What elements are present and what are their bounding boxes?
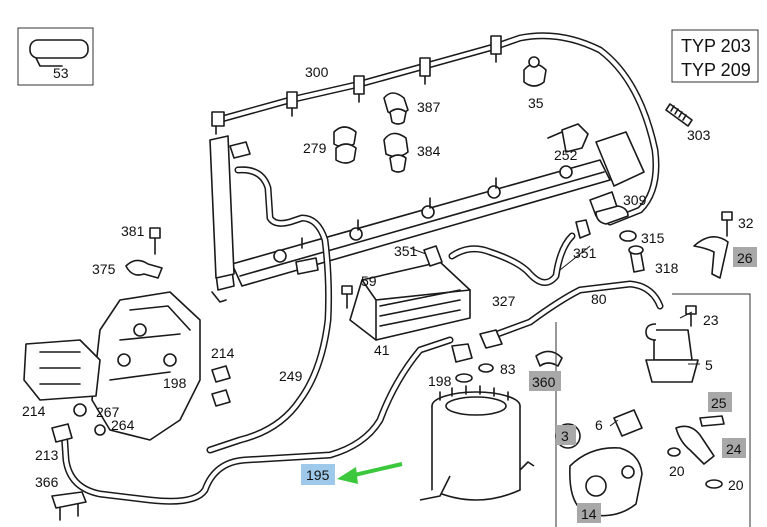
part-labels: 300 35 387 384 279 303 252 309 32 315 26… bbox=[22, 64, 754, 522]
clip-35 bbox=[523, 56, 547, 87]
highlight-box-195 bbox=[301, 464, 335, 485]
grey-box-360 bbox=[529, 371, 561, 391]
label-351-left: 351 bbox=[394, 243, 418, 259]
bracket-26 bbox=[693, 236, 729, 279]
label-360: 360 bbox=[532, 374, 556, 390]
clip-387 bbox=[383, 92, 409, 125]
label-195[interactable]: 195 bbox=[306, 467, 330, 483]
label-20-right: 20 bbox=[728, 477, 744, 493]
highlight-195[interactable]: 195 bbox=[301, 462, 403, 485]
label-267: 267 bbox=[96, 404, 120, 420]
grey-label-boxes bbox=[529, 247, 757, 523]
label-387: 387 bbox=[417, 99, 441, 115]
part-83 bbox=[478, 363, 494, 373]
part-252 bbox=[547, 123, 589, 153]
clip-375 bbox=[125, 259, 163, 279]
label-318: 318 bbox=[655, 260, 679, 276]
grey-box-14 bbox=[577, 503, 601, 523]
label-3: 3 bbox=[561, 428, 569, 444]
label-35: 35 bbox=[528, 95, 544, 111]
return-line-300 bbox=[211, 32, 660, 226]
part-360 bbox=[535, 350, 563, 367]
part-315 bbox=[619, 230, 637, 242]
fuel-filter bbox=[419, 385, 535, 501]
inset-box-right bbox=[555, 293, 751, 527]
line-80 bbox=[488, 280, 664, 340]
label-53: 53 bbox=[53, 65, 69, 81]
leader-lines bbox=[409, 245, 700, 427]
connector-492 bbox=[479, 329, 503, 349]
label-83: 83 bbox=[500, 361, 516, 377]
label-384: 384 bbox=[417, 143, 441, 159]
line-249 bbox=[206, 166, 333, 454]
label-366: 366 bbox=[35, 474, 59, 490]
label-327: 327 bbox=[492, 293, 516, 309]
label-5: 5 bbox=[705, 357, 713, 373]
grey-box-3 bbox=[556, 425, 576, 445]
inset-box-53: 53 bbox=[17, 27, 94, 86]
bolt-381 bbox=[149, 227, 161, 255]
grey-box-26 bbox=[733, 247, 757, 267]
label-26: 26 bbox=[737, 250, 753, 266]
label-279: 279 bbox=[303, 140, 327, 156]
highlight-arrow-shaft bbox=[349, 462, 403, 478]
label-213: 213 bbox=[35, 447, 59, 463]
hp-pump bbox=[23, 291, 231, 443]
screw-59 bbox=[341, 285, 353, 309]
label-198-center: 198 bbox=[428, 373, 452, 389]
label-300: 300 bbox=[305, 64, 329, 80]
label-14: 14 bbox=[581, 506, 597, 522]
label-23: 23 bbox=[703, 312, 719, 328]
label-24: 24 bbox=[726, 441, 742, 457]
line-195 bbox=[60, 336, 454, 505]
label-32: 32 bbox=[738, 215, 754, 231]
part-198-center bbox=[451, 343, 473, 383]
clip-384 bbox=[383, 132, 409, 173]
part-351-right bbox=[575, 219, 591, 239]
label-351-right: 351 bbox=[573, 245, 597, 261]
filter-housing-41 bbox=[349, 245, 471, 341]
label-20-left: 20 bbox=[669, 463, 685, 479]
label-214-lower: 214 bbox=[22, 403, 46, 419]
label-198-left: 198 bbox=[163, 375, 187, 391]
part-32 bbox=[721, 211, 733, 237]
injector bbox=[209, 135, 251, 303]
label-264: 264 bbox=[111, 417, 135, 433]
line-327 bbox=[448, 232, 576, 286]
label-315: 315 bbox=[641, 230, 665, 246]
label-214-upper: 214 bbox=[211, 345, 235, 361]
typ-line-2: TYP 209 bbox=[681, 60, 751, 80]
label-59: 59 bbox=[361, 273, 377, 289]
label-41: 41 bbox=[374, 342, 390, 358]
part-303 bbox=[665, 103, 693, 127]
label-381: 381 bbox=[121, 223, 145, 239]
typ-box: TYP 203 TYP 209 bbox=[671, 29, 759, 83]
label-375: 375 bbox=[92, 261, 116, 277]
highlight-arrow-head bbox=[337, 467, 358, 484]
grey-box-25 bbox=[708, 392, 732, 412]
label-303: 303 bbox=[687, 127, 711, 143]
label-252: 252 bbox=[554, 147, 578, 163]
label-6: 6 bbox=[595, 417, 603, 433]
part-309 bbox=[595, 205, 629, 225]
part-366 bbox=[51, 491, 87, 521]
part-318 bbox=[628, 245, 645, 273]
label-309: 309 bbox=[623, 192, 647, 208]
clip-279 bbox=[333, 126, 357, 164]
typ-line-1: TYP 203 bbox=[681, 36, 751, 56]
label-80: 80 bbox=[591, 291, 607, 307]
grey-box-24 bbox=[722, 438, 746, 458]
label-249: 249 bbox=[279, 368, 303, 384]
label-25: 25 bbox=[711, 395, 727, 411]
